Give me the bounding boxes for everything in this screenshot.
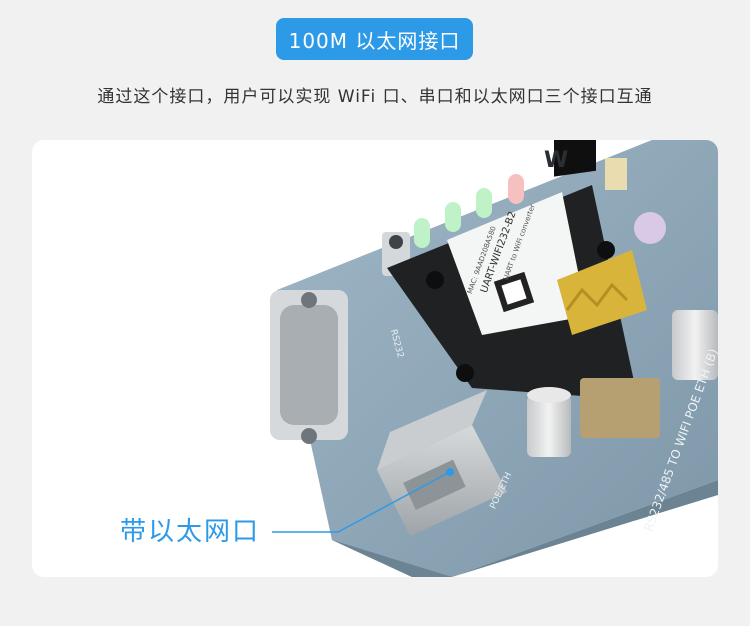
product-photo: RS232 POE/ETH RS232/485 TO WIFI POE ETH … bbox=[270, 140, 718, 577]
description-text: 通过这个接口，用户可以实现 WiFi 口、串口和以太网口三个接口互通 bbox=[97, 87, 653, 107]
status-leds bbox=[414, 174, 524, 248]
brand-logo: W bbox=[544, 148, 568, 173]
pin-header bbox=[554, 140, 596, 177]
inductor-coil bbox=[580, 378, 660, 438]
capacitor bbox=[527, 395, 571, 457]
wifi-module bbox=[447, 192, 587, 335]
callout-label: 带以太网口 bbox=[120, 517, 261, 547]
header-title: 100M 以太网接口 bbox=[288, 28, 461, 53]
pcb-antenna bbox=[557, 250, 647, 335]
header-badge: 100M 以太网接口 bbox=[276, 18, 473, 60]
rs232-connector bbox=[270, 290, 348, 444]
product-card: RS232 POE/ETH RS232/485 TO WIFI POE ETH … bbox=[32, 140, 718, 577]
